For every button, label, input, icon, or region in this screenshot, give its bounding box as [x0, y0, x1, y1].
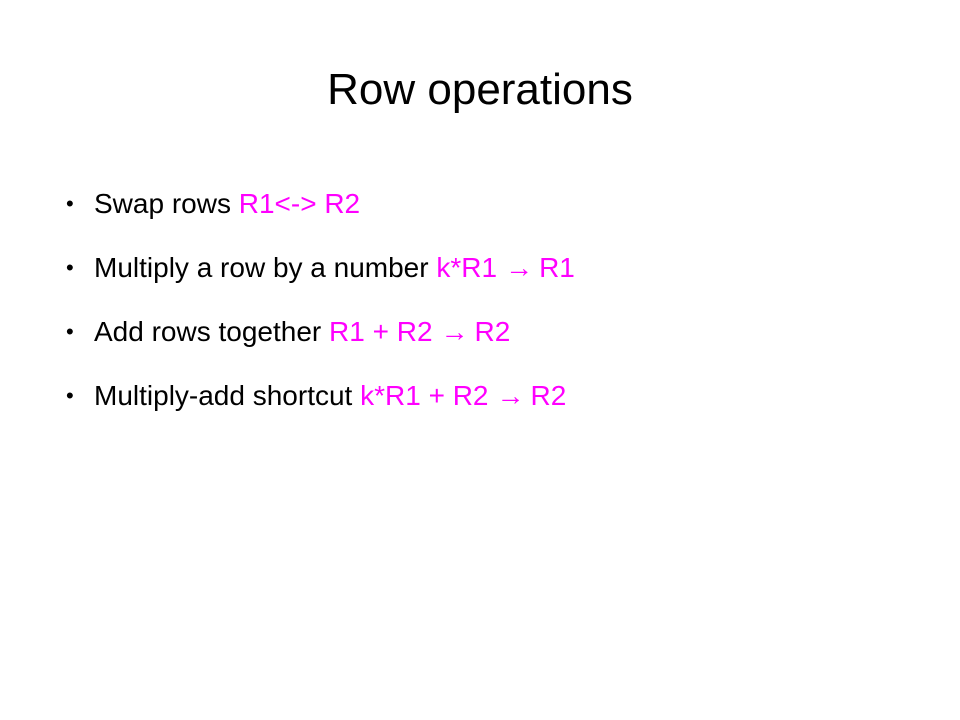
bullet-dot-icon: •: [66, 255, 74, 280]
bullet-expression: k*R1: [436, 252, 498, 283]
right-arrow-icon: →: [440, 316, 469, 347]
bullet-item-add: • Add rows together R1 + R2→R2: [66, 306, 926, 370]
bullet-expression: R1<-> R2: [238, 188, 361, 219]
bullet-dot-icon: •: [66, 191, 74, 216]
bullet-text: Swap rows: [94, 188, 239, 219]
right-arrow-icon: →: [505, 252, 534, 283]
bullet-text: Add rows together: [94, 316, 330, 347]
bullet-result: R1: [539, 252, 575, 283]
bullet-text: Multiply-add shortcut: [94, 380, 361, 411]
bullet-dot-icon: •: [66, 319, 74, 344]
right-arrow-icon: →: [496, 380, 525, 411]
bullet-expression: k*R1 + R2: [360, 380, 489, 411]
bullet-item-multiply-add: • Multiply-add shortcut k*R1 + R2→R2: [66, 370, 926, 434]
bullet-dot-icon: •: [66, 383, 74, 408]
bullet-list: • Swap rows R1<-> R2 • Multiply a row by…: [66, 178, 926, 434]
bullet-result: R2: [474, 316, 511, 347]
bullet-item-swap: • Swap rows R1<-> R2: [66, 178, 926, 242]
bullet-result: R2: [530, 380, 567, 411]
bullet-expression: R1 + R2: [329, 316, 433, 347]
bullet-item-multiply: • Multiply a row by a number k*R1→R1: [66, 242, 926, 306]
slide-title: Row operations: [327, 65, 633, 114]
bullet-text: Multiply a row by a number: [94, 252, 437, 283]
